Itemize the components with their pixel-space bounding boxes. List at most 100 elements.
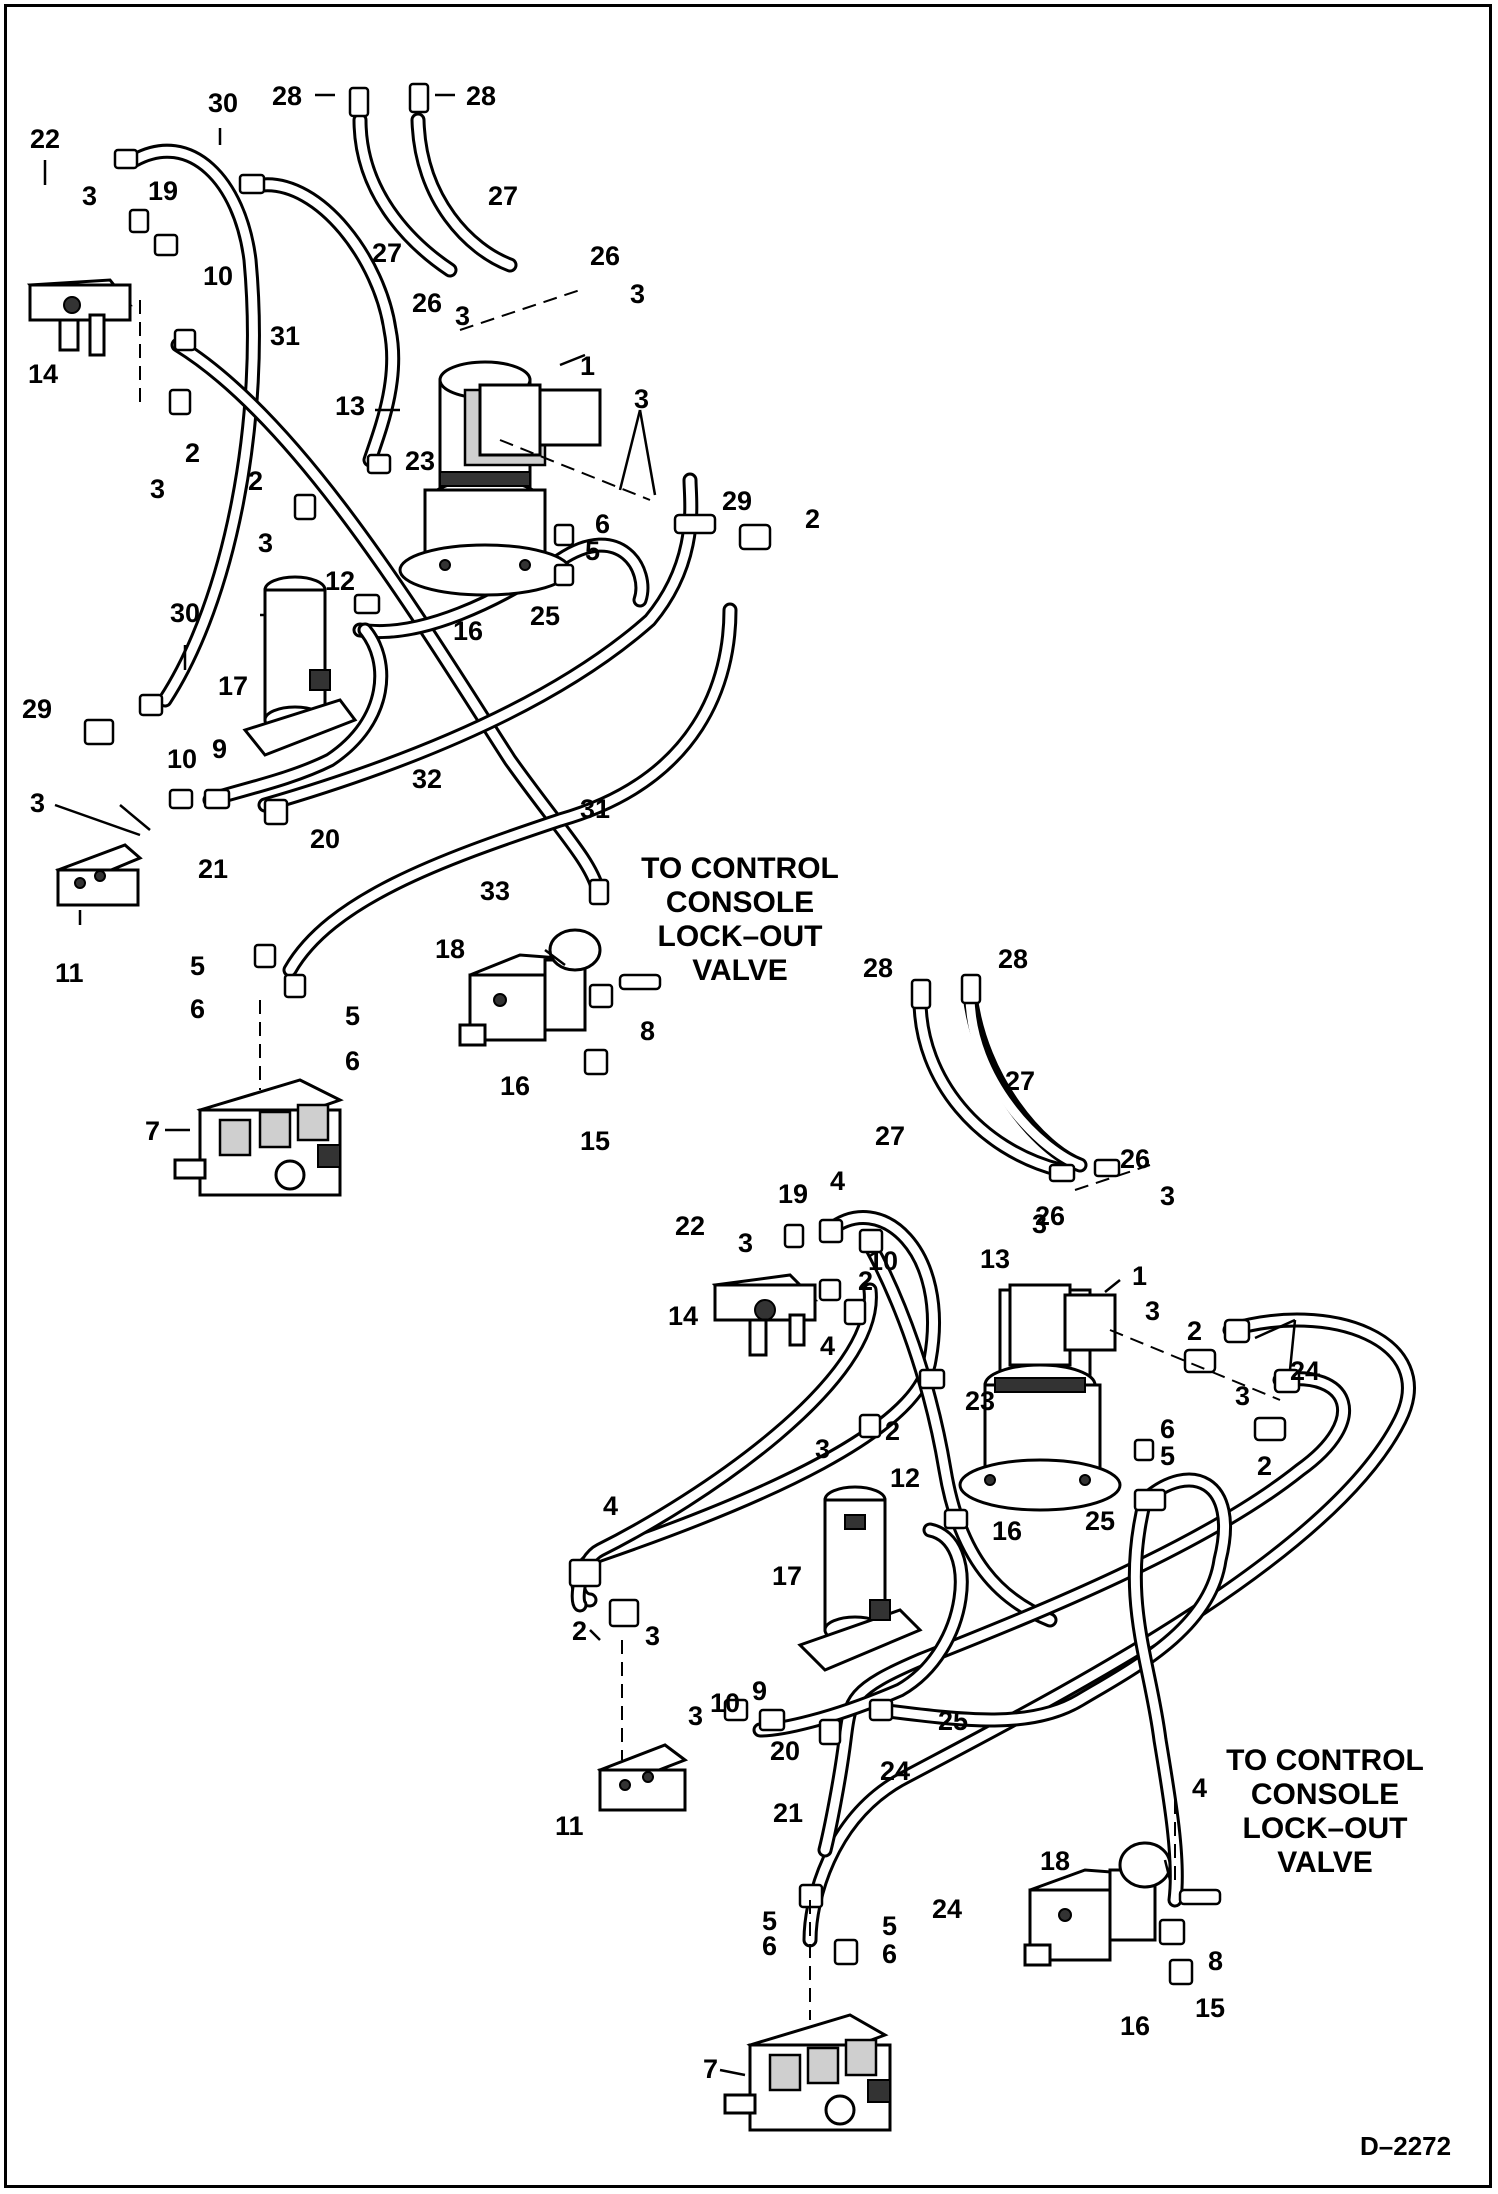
callout-upper: 30 bbox=[170, 598, 200, 628]
callout-lower: 4 bbox=[830, 1166, 845, 1196]
lower-note-line-2: CONSOLE bbox=[1251, 1778, 1399, 1811]
callout-lower: 2 bbox=[572, 1616, 587, 1646]
upper-note-line-4: VALVE bbox=[692, 954, 788, 987]
callout-upper: 19 bbox=[148, 176, 178, 206]
lower-callouts: 28 28 27 27 26 26 3 3 19 4 22 3 10 2 13 … bbox=[555, 944, 1320, 2084]
callout-upper: 15 bbox=[580, 1126, 610, 1156]
callout-lower: 24 bbox=[932, 1894, 962, 1924]
callout-lower: 2 bbox=[1257, 1451, 1272, 1481]
callout-upper: 5 bbox=[585, 536, 600, 566]
callout-lower: 20 bbox=[770, 1736, 800, 1766]
callout-upper: 23 bbox=[405, 446, 435, 476]
upper-fittings bbox=[83, 82, 772, 1076]
callout-lower: 5 bbox=[762, 1906, 777, 1936]
upper-hoses bbox=[127, 112, 738, 978]
callout-lower: 25 bbox=[1085, 1506, 1115, 1536]
lower-note-line-3: LOCK–OUT bbox=[1243, 1812, 1408, 1845]
callout-upper: 29 bbox=[22, 694, 52, 724]
callout-lower: 24 bbox=[880, 1756, 910, 1786]
callout-lower: 3 bbox=[688, 1701, 703, 1731]
callout-upper: 1 bbox=[580, 351, 595, 381]
callout-upper: 10 bbox=[203, 261, 233, 291]
callout-lower: 12 bbox=[890, 1463, 920, 1493]
callout-lower: 2 bbox=[858, 1266, 873, 1296]
swivel-joint-upper bbox=[398, 360, 602, 597]
callout-upper: 16 bbox=[500, 1071, 530, 1101]
callout-lower: 6 bbox=[762, 1931, 777, 1961]
callout-lower: 26 bbox=[1120, 1144, 1150, 1174]
control-valve-7-lower bbox=[723, 2013, 892, 2132]
callout-lower: 5 bbox=[882, 1911, 897, 1941]
callout-lower: 3 bbox=[1160, 1181, 1175, 1211]
callout-lower: 2 bbox=[1187, 1316, 1202, 1346]
callout-upper: 2 bbox=[248, 466, 263, 496]
callout-upper: 3 bbox=[258, 528, 273, 558]
callout-lower: 23 bbox=[965, 1386, 995, 1416]
manifold-11-lower bbox=[596, 1743, 689, 1812]
control-valve-7-upper bbox=[173, 1078, 344, 1197]
callout-lower: 7 bbox=[703, 2054, 718, 2084]
callout-upper: 26 bbox=[590, 241, 620, 271]
block-14-lower bbox=[711, 1273, 819, 1357]
callout-upper: 3 bbox=[630, 279, 645, 309]
callout-lower: 4 bbox=[603, 1491, 618, 1521]
manifold-11-upper bbox=[55, 843, 143, 907]
callout-lower: 10 bbox=[868, 1246, 898, 1276]
callout-upper: 8 bbox=[640, 1016, 655, 1046]
swivel-joint-lower bbox=[958, 1283, 1122, 1512]
callout-upper: 11 bbox=[55, 958, 84, 988]
callout-upper: 26 bbox=[412, 288, 442, 318]
callout-upper: 31 bbox=[580, 794, 610, 824]
callout-upper: 18 bbox=[435, 934, 465, 964]
lockout-valve-18-upper bbox=[458, 928, 602, 1047]
lower-fittings bbox=[568, 973, 1301, 1986]
upper-callouts: 22 30 28 28 3 19 10 27 27 26 26 3 3 14 3… bbox=[22, 81, 820, 1156]
callout-lower: 27 bbox=[875, 1121, 905, 1151]
lockout-valve-18-lower bbox=[1023, 1841, 1172, 1967]
callout-lower: 3 bbox=[815, 1434, 830, 1464]
callout-lower: 27 bbox=[1005, 1066, 1035, 1096]
lower-hoses bbox=[570, 987, 1416, 1948]
upper-dashed-lines bbox=[139, 289, 651, 1090]
callout-upper: 3 bbox=[634, 384, 649, 414]
callout-lower: 8 bbox=[1208, 1946, 1223, 1976]
upper-assembly: 22 30 28 28 3 19 10 27 27 26 26 3 3 14 3… bbox=[22, 81, 839, 1197]
callout-upper: 6 bbox=[190, 994, 205, 1024]
lower-dashed-lines bbox=[621, 1164, 1281, 2020]
callout-lower: 6 bbox=[882, 1939, 897, 1969]
upper-note-line-3: LOCK–OUT bbox=[658, 920, 823, 953]
callout-upper: 2 bbox=[185, 438, 200, 468]
callout-upper: 6 bbox=[345, 1046, 360, 1076]
callout-lower: 3 bbox=[1145, 1296, 1160, 1326]
callout-upper: 7 bbox=[145, 1116, 160, 1146]
accumulator-17-lower bbox=[797, 1485, 923, 1672]
callout-upper: 22 bbox=[30, 124, 60, 154]
callout-upper: 28 bbox=[466, 81, 496, 111]
callout-upper: 14 bbox=[28, 359, 58, 389]
callout-lower: 16 bbox=[1120, 2011, 1150, 2041]
callout-upper: 33 bbox=[480, 876, 510, 906]
callout-upper: 6 bbox=[595, 509, 610, 539]
callout-lower: 3 bbox=[1235, 1381, 1250, 1411]
callout-upper: 13 bbox=[335, 391, 365, 421]
callout-lower: 4 bbox=[820, 1331, 835, 1361]
callout-lower: 13 bbox=[980, 1244, 1010, 1274]
callout-upper: 9 bbox=[212, 734, 227, 764]
callout-lower: 5 bbox=[1160, 1441, 1175, 1471]
callout-upper: 27 bbox=[488, 181, 518, 211]
callout-upper: 16 bbox=[453, 616, 483, 646]
callout-lower: 4 bbox=[1192, 1773, 1207, 1803]
callout-upper: 10 bbox=[167, 744, 197, 774]
upper-leaders bbox=[43, 93, 657, 1132]
callout-upper: 31 bbox=[270, 321, 300, 351]
upper-note-line-1: TO CONTROL bbox=[641, 852, 839, 885]
callout-lower: 3 bbox=[645, 1621, 660, 1651]
callout-lower: 6 bbox=[1160, 1414, 1175, 1444]
callout-lower: 15 bbox=[1195, 1993, 1225, 2023]
callout-lower: 14 bbox=[668, 1301, 698, 1331]
callout-upper: 2 bbox=[805, 504, 820, 534]
callout-upper: 29 bbox=[722, 486, 752, 516]
callout-lower: 10 bbox=[710, 1688, 740, 1718]
callout-lower: 2 bbox=[885, 1416, 900, 1446]
